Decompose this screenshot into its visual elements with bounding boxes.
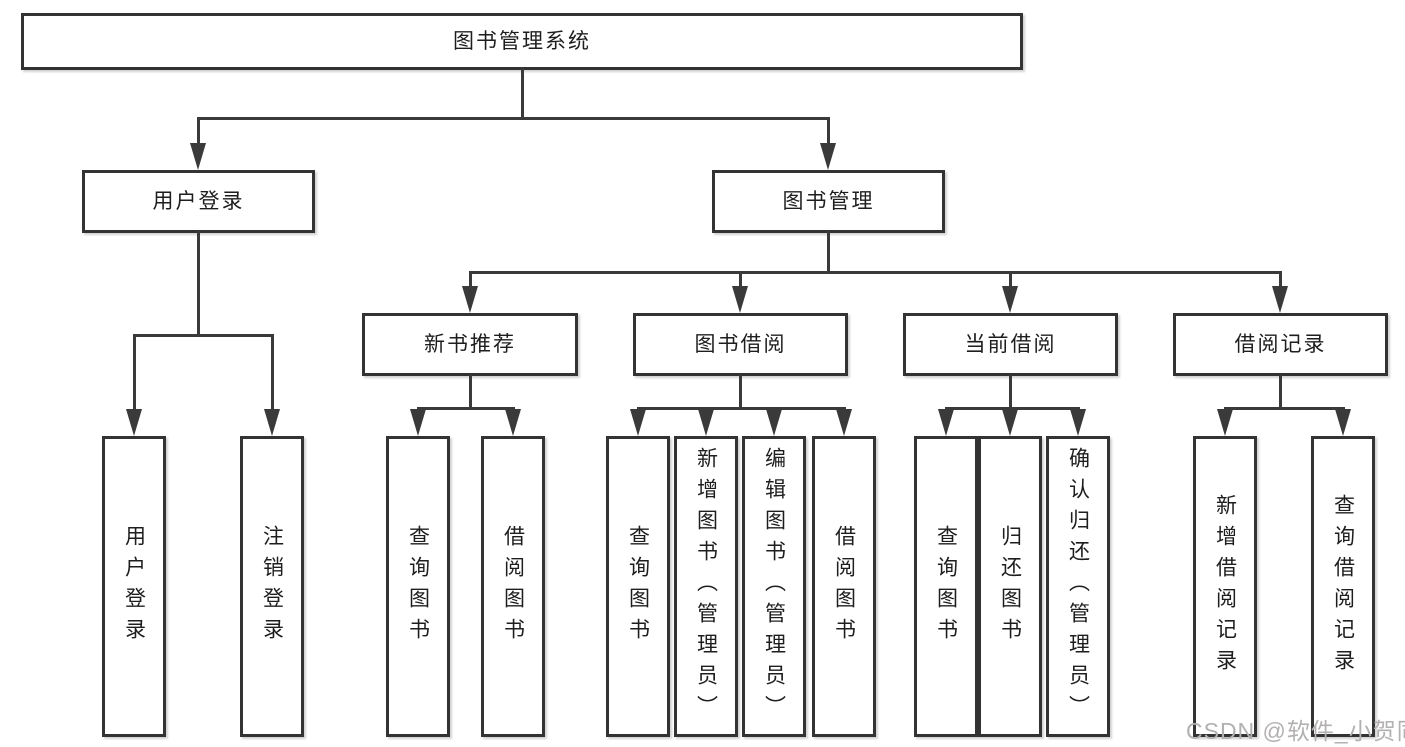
node-user-login-label: 用户登录 (152, 190, 245, 213)
leaf-user-login-label: 用户登录 (122, 524, 146, 649)
connector-line (1279, 273, 1282, 287)
arrow-down-icon (410, 409, 426, 436)
leaf-current-confirm-return-admin-label: 确认归还（管理员） (1066, 447, 1090, 726)
arrow-down-icon (938, 409, 954, 436)
leaf-borrow-edit-books-admin: 编辑图书（管理员） (742, 436, 806, 737)
connector-line (827, 118, 830, 144)
arrow-down-icon (1335, 409, 1351, 436)
connector-line (1224, 407, 1345, 410)
arrow-down-icon (766, 409, 782, 436)
node-book-borrow: 图书借阅 (633, 313, 848, 376)
leaf-current-query-books-label: 查询图书 (934, 524, 958, 649)
connector-line (417, 407, 515, 410)
arrow-down-icon (836, 409, 852, 436)
arrow-down-icon (1272, 286, 1288, 313)
connector-line (1009, 375, 1012, 408)
leaf-logout-label: 注销登录 (260, 524, 284, 649)
node-book-management: 图书管理 (712, 170, 945, 233)
connector-line (469, 375, 472, 408)
arrow-down-icon (505, 409, 521, 436)
leaf-current-query-books: 查询图书 (914, 436, 978, 737)
leaf-user-login: 用户登录 (102, 436, 166, 737)
leaf-borrow-borrow-books: 借阅图书 (812, 436, 876, 737)
connector-line (945, 407, 1080, 410)
leaf-recommend-query-books: 查询图书 (386, 436, 450, 737)
node-new-book-recommend-label: 新书推荐 (424, 333, 516, 356)
connector-line (197, 231, 200, 336)
arrow-down-icon (1002, 409, 1018, 436)
leaf-current-confirm-return-admin: 确认归还（管理员） (1046, 436, 1110, 737)
node-current-borrow-label: 当前借阅 (964, 333, 1057, 356)
leaf-records-add-record-label: 新增借阅记录 (1213, 493, 1237, 680)
node-book-management-label: 图书管理 (782, 190, 875, 213)
leaf-current-return-books-label: 归还图书 (998, 524, 1022, 649)
connector-line (133, 334, 274, 337)
connector-line (197, 118, 200, 144)
connector-line (469, 271, 1282, 274)
leaf-borrow-edit-books-admin-label: 编辑图书（管理员） (762, 447, 786, 726)
arrow-down-icon (1217, 409, 1233, 436)
connector-line (739, 273, 742, 287)
arrow-down-icon (630, 409, 646, 436)
node-root-label: 图书管理系统 (453, 30, 591, 53)
node-current-borrow: 当前借阅 (903, 313, 1118, 376)
leaf-borrow-add-books-admin-label: 新增图书（管理员） (694, 447, 718, 726)
connector-line (1279, 375, 1282, 408)
node-borrow-records-label: 借阅记录 (1234, 333, 1327, 356)
connector-line (827, 231, 830, 273)
leaf-borrow-borrow-books-label: 借阅图书 (832, 524, 856, 649)
connector-line (637, 407, 846, 410)
connector-line (271, 335, 274, 410)
node-book-borrow-label: 图书借阅 (694, 333, 787, 356)
arrow-down-icon (1002, 286, 1018, 313)
leaf-current-return-books: 归还图书 (978, 436, 1042, 737)
connector-line (521, 68, 524, 120)
leaf-recommend-borrow-books: 借阅图书 (481, 436, 545, 737)
leaf-borrow-add-books-admin: 新增图书（管理员） (674, 436, 738, 737)
leaf-logout: 注销登录 (240, 436, 304, 737)
arrow-down-icon (462, 286, 478, 313)
arrow-down-icon (126, 409, 142, 436)
leaf-records-query-record: 查询借阅记录 (1311, 436, 1375, 737)
connector-line (739, 375, 742, 408)
arrow-down-icon (698, 409, 714, 436)
connector-line (1009, 273, 1012, 287)
arrow-down-icon (1070, 409, 1086, 436)
node-root: 图书管理系统 (21, 13, 1023, 70)
leaf-borrow-query-books: 查询图书 (606, 436, 670, 737)
node-borrow-records: 借阅记录 (1173, 313, 1388, 376)
arrow-down-icon (732, 286, 748, 313)
connector-line (197, 117, 830, 120)
node-user-login: 用户登录 (82, 170, 315, 233)
arrow-down-icon (264, 409, 280, 436)
leaf-recommend-borrow-books-label: 借阅图书 (501, 524, 525, 649)
leaf-records-query-record-label: 查询借阅记录 (1331, 493, 1355, 680)
arrow-down-icon (190, 143, 206, 170)
watermark: CSDN @软件_小贺同学 (1186, 718, 1405, 744)
arrow-down-icon (820, 143, 836, 170)
node-new-book-recommend: 新书推荐 (362, 313, 578, 376)
leaf-records-add-record: 新增借阅记录 (1193, 436, 1257, 737)
leaf-borrow-query-books-label: 查询图书 (626, 524, 650, 649)
connector-line (133, 335, 136, 410)
leaf-recommend-query-books-label: 查询图书 (406, 524, 430, 649)
connector-line (469, 273, 472, 287)
